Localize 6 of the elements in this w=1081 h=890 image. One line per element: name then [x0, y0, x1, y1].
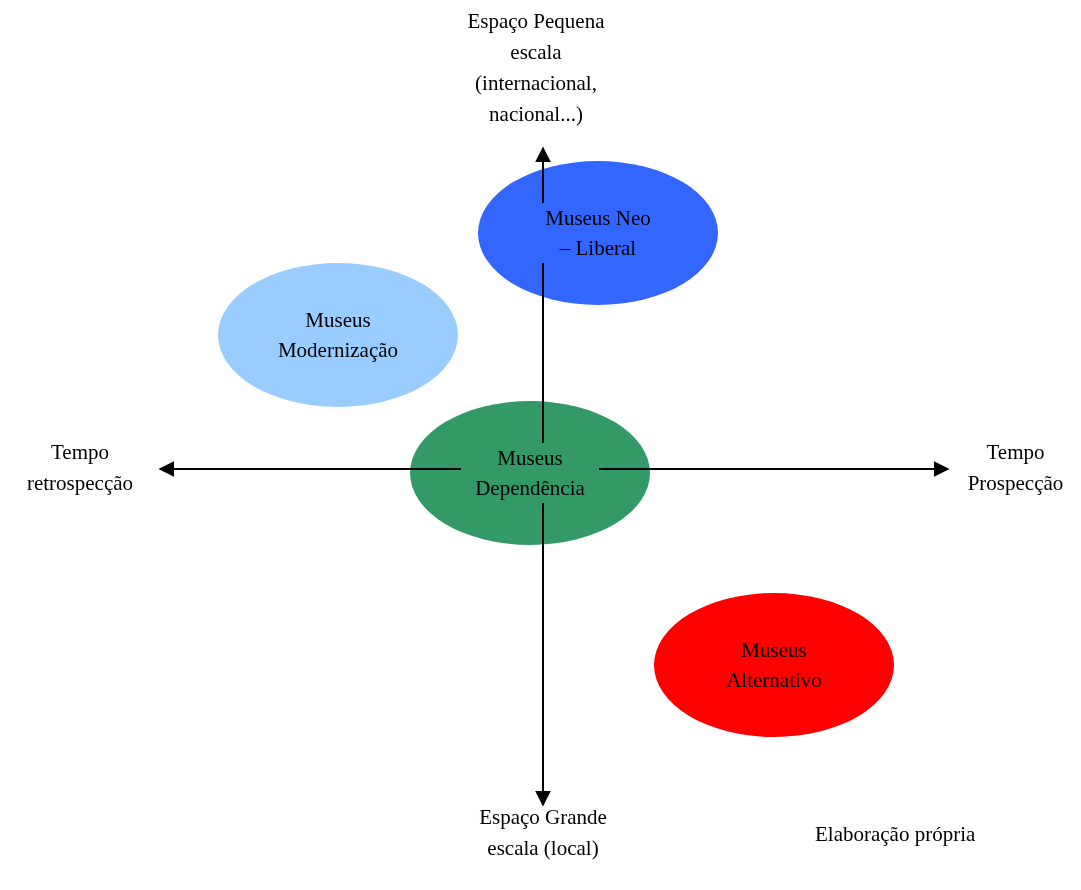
source-caption: Elaboração própria: [815, 821, 976, 848]
axis-label: Espaço Grande escala (local): [478, 804, 608, 862]
axis-label: Tempo retrospecção: [25, 439, 135, 497]
axis-label: Tempo Prospecção: [966, 439, 1065, 497]
axis-label: Espaço Pequena escala (internacional, nacional...): [466, 8, 606, 128]
category-label: Museus Dependência: [461, 443, 599, 503]
